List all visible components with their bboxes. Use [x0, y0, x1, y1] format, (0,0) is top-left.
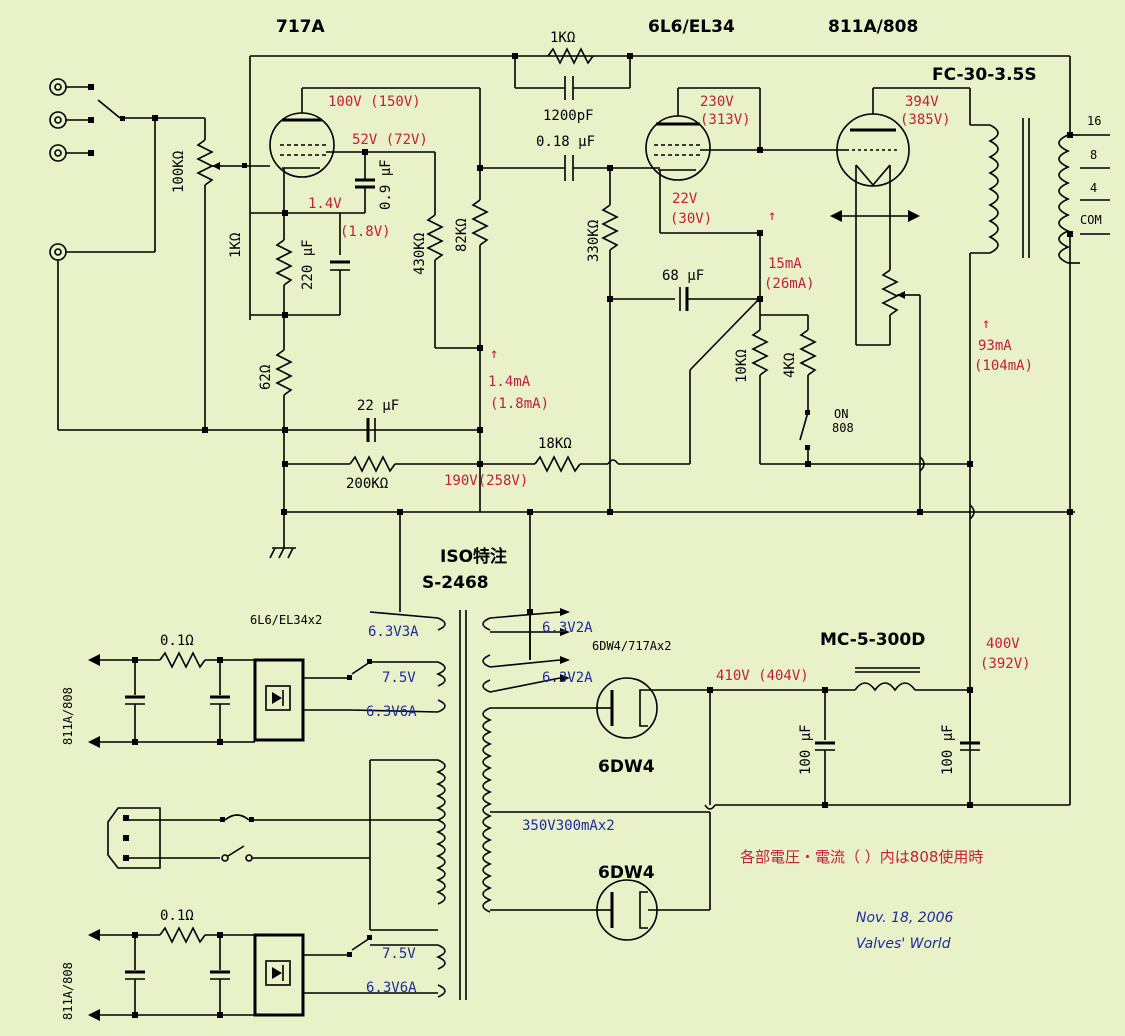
label-rect-2: 6DW4: [598, 863, 655, 883]
winding-w6: 350V300mAx2: [522, 818, 615, 834]
current-i93a: 93mA: [978, 338, 1012, 354]
current-i18: (1.8mA): [490, 396, 549, 412]
voltage-v22a: 22V: [672, 191, 698, 207]
volume-potentiometer: 100KΩ: [171, 118, 270, 433]
label-tube-717a: 717A: [276, 17, 325, 37]
current-i15b: (26mA): [764, 276, 815, 292]
label-c-100b: 100 μF: [940, 724, 956, 775]
label-r-pl1: 82KΩ: [454, 218, 470, 252]
voltage-v400b: (392V): [980, 656, 1031, 672]
label-c-fb: 1200pF: [543, 108, 594, 124]
label-c-22: 22 μF: [357, 398, 399, 414]
voltage-v394b: (385V): [900, 112, 951, 128]
tap-com: COM: [1080, 213, 1102, 227]
label-choke: MC-5-300D: [820, 630, 925, 650]
voltage-v410: 410V (404V): [716, 668, 809, 684]
arrow-1: ↑: [490, 346, 498, 362]
rectifier-tube-1: [596, 677, 658, 739]
note-text: 各部電圧・電流（ ）内は808使用時: [740, 848, 983, 866]
bias-network: 22 μF 200KΩ 18KΩ: [284, 297, 761, 492]
voltage-v22b: (30V): [670, 211, 712, 227]
ac-inlet: [107, 807, 438, 869]
label-heater-h2: 6DW4/717Ax2: [592, 639, 671, 653]
heater-supply-2: 811A/808 0.1Ω: [61, 908, 372, 1021]
tube-6l6: 10KΩ 4KΩ ON 808: [645, 87, 920, 467]
label-r-g2: 430KΩ: [412, 233, 428, 275]
heater-supply-1: 811A/808 0.1Ω: [61, 633, 372, 748]
label-r-01a: 0.1Ω: [160, 633, 194, 649]
label-c-k1: 220 μF: [300, 239, 316, 290]
ground-bus: [269, 461, 1075, 559]
label-tube-811a: 811A/808: [828, 17, 918, 37]
winding-w1: 6.3V3A: [368, 624, 419, 640]
voltage-v14: 1.4V: [308, 196, 342, 212]
label-c-g2: 0.9 μF: [378, 159, 394, 210]
label-r-200k: 200KΩ: [346, 476, 388, 492]
label-power-transformer-1: ISO特注: [440, 546, 507, 567]
voltage-v400a: 400V: [986, 636, 1020, 652]
current-i15a: 15mA: [768, 256, 802, 272]
current-i93b: (104mA): [974, 358, 1033, 374]
power-transformer: [349, 512, 710, 1000]
label-sw-808: 808: [832, 421, 854, 435]
output-transformer: 16 8 4 COM: [969, 56, 1110, 805]
label-r-k1: 1KΩ: [228, 233, 244, 258]
winding-w3: 6.3V6A: [366, 704, 417, 720]
label-r-fb: 1KΩ: [550, 30, 575, 46]
signature-date: Nov. 18, 2006: [856, 910, 954, 926]
label-r-18k: 18KΩ: [538, 436, 572, 452]
label-r-62: 62Ω: [258, 365, 274, 390]
voltage-v394a: 394V: [905, 94, 939, 110]
label-power-transformer-2: S-2468: [422, 573, 489, 593]
winding-w2: 7.5V: [382, 670, 416, 686]
b-plus-filter: 100 μF 100 μF: [648, 667, 1070, 910]
label-r-330k: 330KΩ: [586, 220, 602, 262]
voltage-v18: (1.8V): [340, 224, 391, 240]
tube-811a: [810, 87, 971, 512]
voltage-v190: 190V(258V): [444, 473, 528, 489]
label-output-transformer: FC-30-3.5S: [932, 65, 1037, 85]
current-i14: 1.4mA: [488, 374, 531, 390]
label-r-vol: 100KΩ: [171, 151, 187, 193]
winding-w5: 6.3V2A: [542, 670, 593, 686]
label-heater-h1: 6L6/EL34x2: [250, 613, 322, 627]
label-c-couple: 0.18 μF: [536, 134, 595, 150]
voltage-v52: 52V (72V): [352, 132, 428, 148]
voltage-v230a: 230V: [700, 94, 734, 110]
winding-w7: 7.5V: [382, 946, 416, 962]
label-heater1-side: 811A/808: [61, 687, 75, 745]
winding-w8: 6.3V6A: [366, 980, 417, 996]
label-rect-1: 6DW4: [598, 757, 655, 777]
arrow-2: ↑: [768, 208, 776, 224]
voltage-v100: 100V (150V): [328, 94, 421, 110]
cathode-network: 1KΩ 220 μF 0.9 μF 62Ω: [228, 149, 394, 512]
label-tube-6l6: 6L6/EL34: [648, 17, 735, 37]
coupling-network: 1KΩ 1200pF 0.18 μF 330KΩ 68 μF: [512, 30, 763, 512]
tap-16: 16: [1087, 114, 1101, 128]
tap-4: 4: [1090, 181, 1097, 195]
input-jacks: [49, 78, 480, 431]
tube-717a: [249, 55, 1070, 320]
signature-site: Valves' World: [856, 936, 951, 952]
label-r-4k: 4KΩ: [782, 353, 798, 378]
label-sw-on: ON: [834, 407, 848, 421]
winding-w4: 6.3V2A: [542, 620, 593, 636]
tap-8: 8: [1090, 148, 1097, 162]
label-r-01b: 0.1Ω: [160, 908, 194, 924]
arrow-3: ↑: [982, 316, 990, 332]
label-heater2-side: 811A/808: [61, 962, 75, 1020]
label-c-68: 68 μF: [662, 268, 704, 284]
rectifier-tube-2: [596, 879, 710, 941]
plate-load: 430KΩ 82KΩ: [412, 88, 565, 512]
voltage-v230b: (313V): [700, 112, 751, 128]
label-r-10k: 10KΩ: [734, 349, 750, 383]
label-c-100a: 100 μF: [798, 724, 814, 775]
